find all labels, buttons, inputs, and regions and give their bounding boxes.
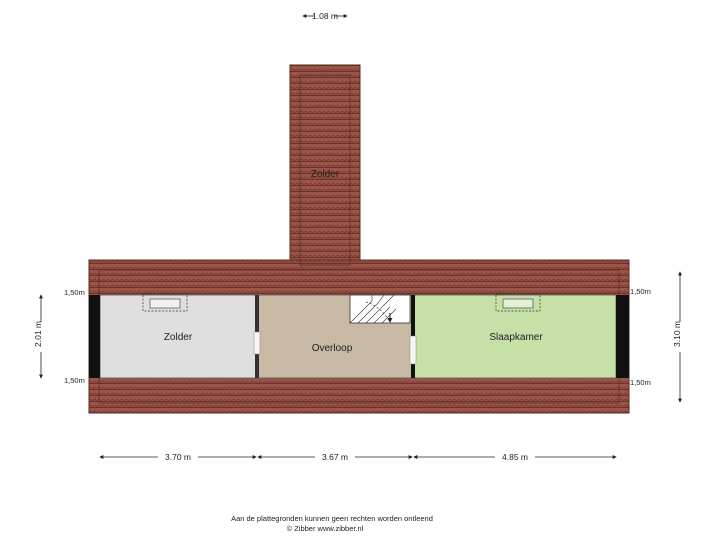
room-zolder-left: [99, 294, 257, 379]
footer-disclaimer: Aan de plattegronden kunnen geen rechten…: [231, 514, 433, 523]
roof-chimney: [289, 64, 361, 266]
room-slaapkamer: [413, 294, 617, 379]
dim-label-top: 1.08 m: [312, 11, 338, 21]
dim-label-bottom-left: 3.70 m: [165, 452, 191, 462]
roof-chimney-inner: [299, 74, 351, 266]
skylight-left: [142, 293, 188, 312]
door-zolder: [253, 331, 261, 355]
wall-right: [616, 295, 629, 378]
height-label-left-top: 1,50m: [64, 288, 85, 297]
dim-label-bottom-mid: 3.67 m: [322, 452, 348, 462]
room-label-slaapkamer: Slaapkamer: [489, 332, 543, 343]
room-label-zolder-left: Zolder: [164, 332, 193, 343]
room-label-overloop: Overloop: [312, 343, 353, 354]
skylight-right: [495, 293, 541, 312]
dim-label-bottom-right: 4.85 m: [502, 452, 528, 462]
height-label-left-bottom: 1,50m: [64, 376, 85, 385]
footer-copyright: © Zibber www.zibber.nl: [287, 524, 364, 533]
room-label-zolder-top: Zolder: [311, 169, 340, 180]
dim-label-right: 3.10 m: [672, 321, 682, 347]
height-label-right-top: 1,50m: [630, 287, 651, 296]
door-slaapkamer: [409, 335, 417, 365]
staircase: [349, 294, 411, 324]
dim-label-left: 2.01 m: [33, 321, 43, 347]
height-label-right-bottom: 1,50m: [630, 378, 651, 387]
wall-left: [89, 295, 100, 378]
